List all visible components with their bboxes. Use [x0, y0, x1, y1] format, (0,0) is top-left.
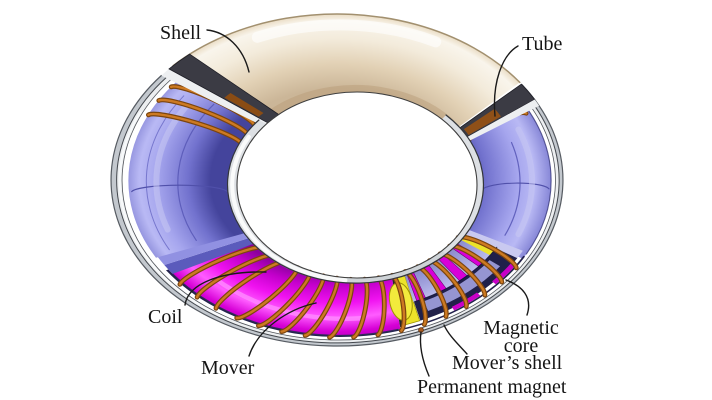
label-magnetic-core-line2: core — [504, 335, 539, 357]
label-shell: Shell — [160, 22, 202, 44]
movers-shell-leader — [443, 324, 468, 355]
label-permanent-magnet: Permanent magnet — [417, 376, 567, 398]
mover-leader — [248, 302, 317, 357]
annotations: Shell Tube Coil Mover Magnetic core Move… — [148, 22, 567, 398]
label-tube: Tube — [522, 33, 563, 55]
leader-lines — [184, 29, 530, 377]
figure-labels: Shell Tube Coil Mover Magnetic core Move… — [148, 22, 567, 398]
label-mover: Mover — [201, 357, 255, 379]
inner-chrome-ring — [226, 114, 485, 284]
tube-leader — [493, 45, 519, 117]
coil-leader — [184, 271, 267, 306]
hole-edge — [236, 91, 478, 279]
label-magnetic-core-line1: Magnetic — [483, 317, 559, 339]
torus-geometry — [110, 13, 564, 347]
magnetic-core-leader — [505, 279, 530, 316]
label-movers-shell: Mover’s shell — [452, 352, 563, 374]
outer-rim — [110, 74, 564, 347]
label-coil: Coil — [148, 306, 183, 328]
shell-leader — [206, 29, 250, 73]
permanent-magnet-leader — [419, 331, 430, 377]
